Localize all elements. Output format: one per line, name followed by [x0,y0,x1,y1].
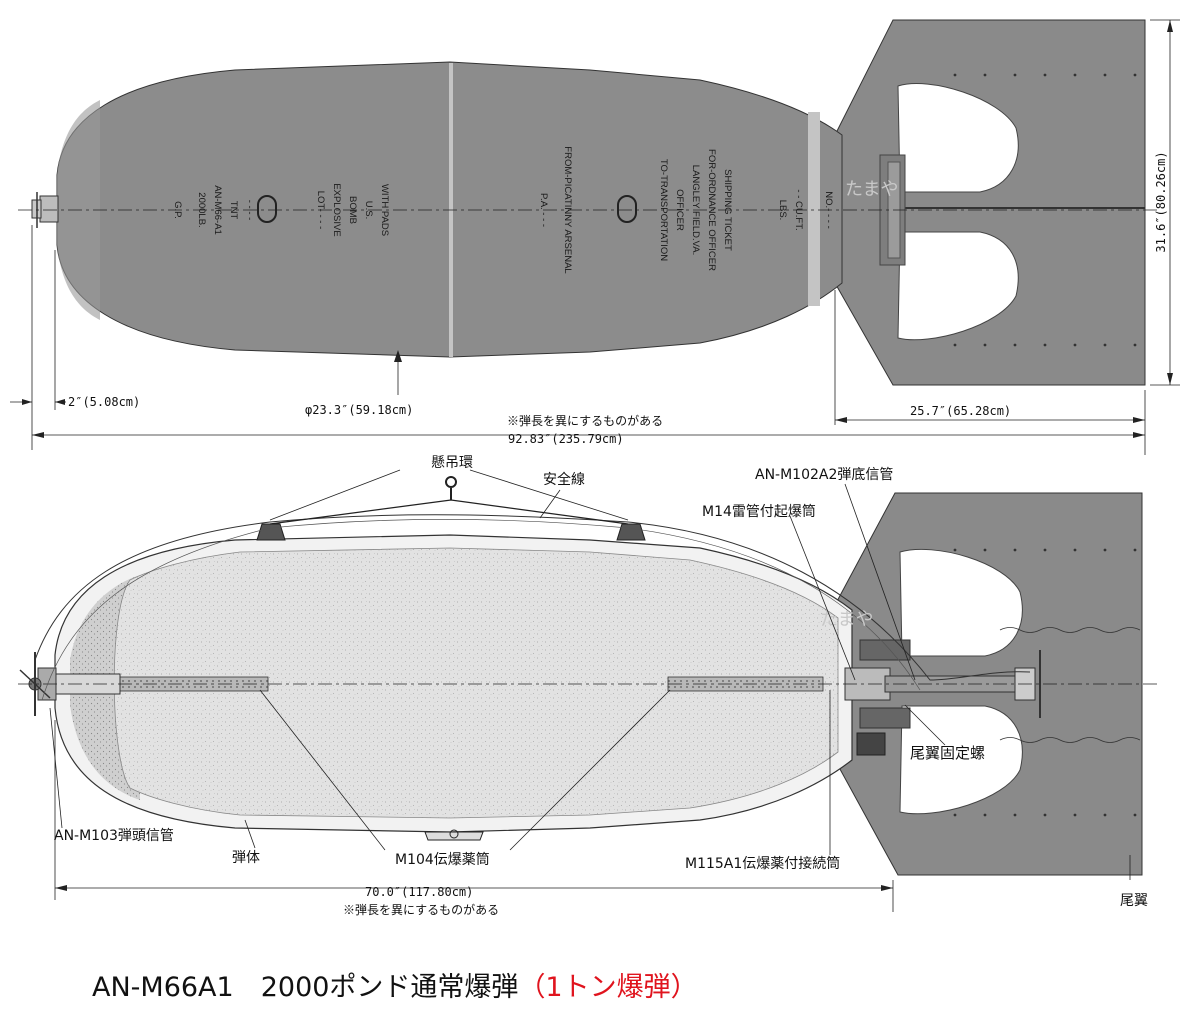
stencil-text: WITH PADS [379,184,390,236]
suspension-lug-label: 懸吊環 [431,455,473,471]
top-fin-rivets [953,73,1137,347]
title-sub: （1トン爆弾） [518,972,697,1003]
adapter-booster-label: M115A1伝爆薬付接続筒 [685,855,840,872]
stencil-text: SHIPPING TICKET [722,169,733,251]
callout-leaders [49,469,1131,880]
stencil-text: BOMB [347,196,358,224]
stencil-text: OFFICER [674,189,685,231]
stencil-text: 2000LB. [196,192,207,227]
note-bottom: ※弾長を異にするものがある [343,902,499,917]
total-length-label: 92.83″(235.79cm) [508,432,624,446]
watermark-text: たまや [845,179,898,200]
stencil-text: LANGLEY FIELD.VA. [690,165,701,255]
top-dimension-arrows [22,20,1173,438]
nose-fuze-label: AN-M103弾頭信管 [54,828,174,844]
stencil-text: U.S. [363,201,374,219]
booster-m104-label: M104伝爆薬筒 [395,851,490,868]
cutaway-view: たまや [18,476,1160,876]
stencil-text: AN-M66-A1 [212,185,223,235]
top-tail-band [808,112,820,306]
stencil-text: NO.- - - - [823,191,834,228]
stencil-text: TO-TRANSPORTATION [658,159,669,261]
top-nose-fuze [31,192,59,228]
top-stencil: G.P. 2000LB. AN-M66-A1 TNT - - - - LOT- … [172,146,834,273]
fuze-length-label: 2″(5.08cm) [68,395,140,409]
top-dimensions [10,19,1180,455]
stencil-text: G.P. [172,201,183,219]
stencil-text: LBS. [777,200,788,221]
diagram-title: AN-M66A1 2000ポンド通常爆弾（1トン爆弾） [92,972,698,1003]
cutaway-explosive-fill [113,547,839,819]
stencil-text: FROM-PICATINNY ARSENAL [562,146,573,273]
fin-span-label: 31.6″(80.26cm) [1154,151,1168,252]
stencil-text: P.A. - - - [538,193,549,227]
top-fin-cutout-lower [897,231,1019,341]
booster-m14-label: M14雷管付起爆筒 [702,503,816,520]
title-main: AN-M66A1 2000ポンド通常爆弾 [92,972,518,1003]
stencil-text: - - - - [244,200,255,221]
stencil-text: - - CU.FT. [793,189,804,230]
stencil-text: LOT- - - - [315,191,326,230]
note-top: ※弾長を異にするものがある [507,413,663,428]
tail-fuze-label: AN-M102A2弾底信管 [755,467,893,483]
top-fin-cutout-upper [897,83,1019,193]
stencil-text: FOR-ORDNANCE OFFICER [706,149,717,271]
diameter-label: φ23.3″(59.18cm) [305,403,413,417]
arming-wire-label: 安全線 [543,471,585,488]
body-length-label: 70.0″(117.80cm) [365,885,473,899]
fin-length-label: 25.7″(65.28cm) [910,404,1011,418]
arming-wire [34,514,1031,681]
top-view: G.P. 2000LB. AN-M66-A1 TNT - - - - LOT- … [18,19,1160,386]
tail-fin-label: 尾翼 [1120,893,1148,909]
stencil-text: EXPLOSIVE [331,183,342,236]
fin-lock-nut-label: 尾翼固定螺 [910,744,985,762]
bottom-dimensions [54,720,894,912]
stencil-text: TNT [228,201,239,220]
bomb-body-label: 弾体 [232,850,260,866]
